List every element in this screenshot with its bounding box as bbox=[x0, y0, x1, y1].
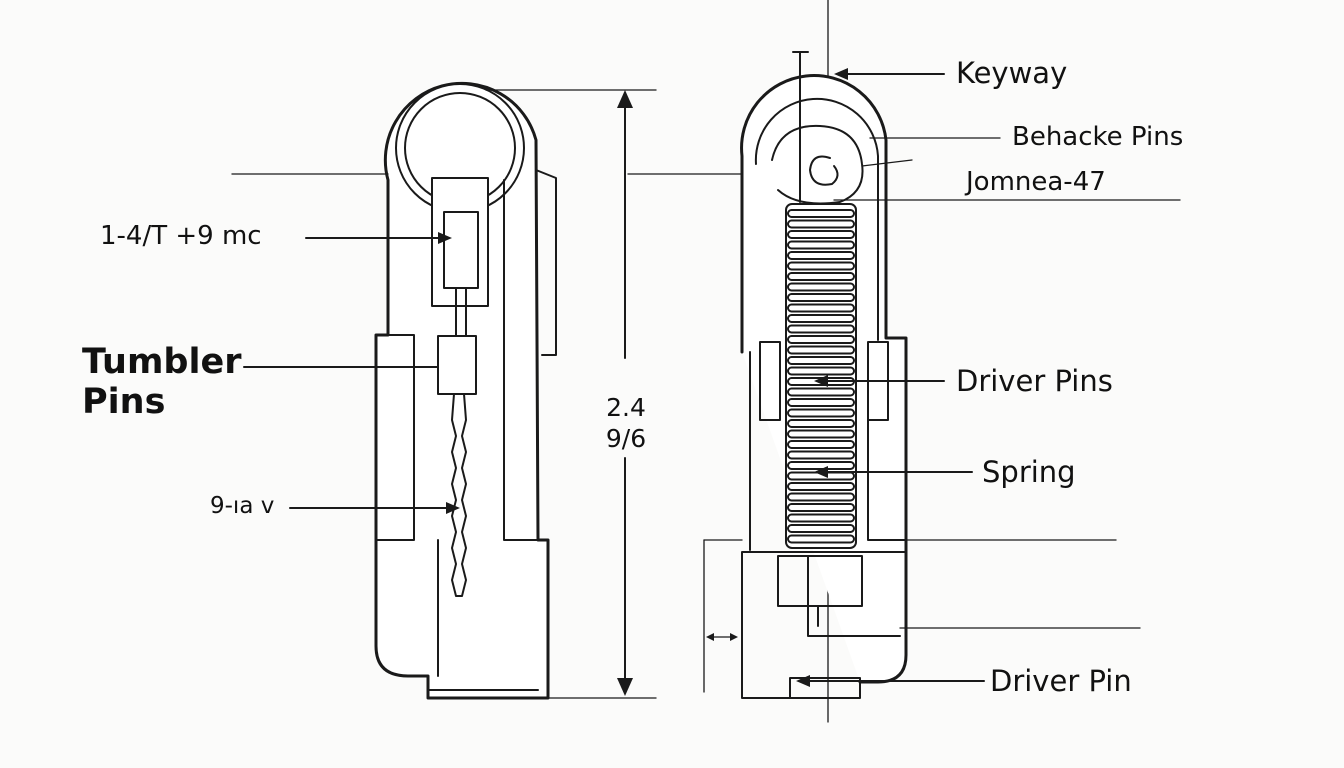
spring-coil bbox=[787, 440, 855, 449]
right-inner-wall bbox=[749, 351, 907, 551]
label-jomnea: Jomnea-47 bbox=[966, 167, 1106, 197]
leader-lines bbox=[231, 68, 1181, 687]
right-keyway-inner-arc bbox=[754, 97, 879, 341]
spring-coil bbox=[787, 366, 855, 376]
spring-coil bbox=[787, 356, 855, 365]
spring-coil bbox=[787, 272, 855, 281]
spring-coil bbox=[787, 335, 855, 344]
label-behacke-pins: Behacke Pins bbox=[1012, 122, 1184, 152]
spring-coil bbox=[787, 408, 855, 418]
label-tumbler-pins: Tumbler Pins bbox=[82, 342, 242, 422]
dimension-arrow-top bbox=[617, 90, 633, 108]
spring-coil bbox=[787, 419, 855, 428]
left-plug-side-channel bbox=[535, 169, 557, 356]
left-cylinder bbox=[374, 81, 557, 700]
spring-coil bbox=[787, 303, 855, 313]
keyway-swirl bbox=[809, 155, 839, 186]
spring-coil bbox=[787, 261, 855, 271]
spring-coil bbox=[787, 482, 855, 491]
left-lower-panel bbox=[437, 179, 539, 677]
left-pin-chamber-inner bbox=[443, 211, 479, 289]
keyway-arrowhead bbox=[834, 68, 848, 80]
spring-coil bbox=[787, 524, 855, 533]
dimension-line bbox=[485, 89, 657, 699]
label-dimension: 2.4 9/6 bbox=[605, 393, 647, 454]
label-keyway: Keyway bbox=[956, 56, 1068, 90]
dimension-arrow-bottom bbox=[617, 678, 633, 696]
spring-coil bbox=[787, 293, 855, 302]
spring-coil bbox=[787, 219, 855, 229]
spring-coil bbox=[787, 398, 855, 407]
spring-coil bbox=[787, 492, 855, 502]
spring-coil bbox=[787, 513, 855, 523]
spring-coil bbox=[787, 345, 855, 355]
spring-coil bbox=[787, 314, 855, 323]
spring-coil bbox=[787, 450, 855, 460]
label-driver-pins: Driver Pins bbox=[956, 364, 1113, 398]
right-lower-body bbox=[741, 551, 907, 699]
spring-coil bbox=[787, 534, 855, 544]
spring-coil bbox=[787, 324, 855, 334]
right-lower-channel bbox=[807, 555, 901, 637]
left-key-blade bbox=[451, 393, 467, 597]
spring-coil bbox=[787, 282, 855, 292]
spring-coil bbox=[787, 429, 855, 439]
spring-coil bbox=[787, 387, 855, 397]
label-dim-top-left: 1-4/T +9 mc bbox=[100, 221, 262, 251]
driver-pin-left bbox=[759, 341, 781, 421]
spring-coil bbox=[787, 209, 855, 218]
right-cylinder bbox=[703, 0, 913, 723]
label-dim-bottom-left: 9-ıa v bbox=[210, 493, 275, 519]
spring-coil bbox=[787, 230, 855, 239]
spring-coil bbox=[787, 251, 855, 260]
label-driver-pin: Driver Pin bbox=[990, 664, 1132, 698]
spring-coils bbox=[787, 209, 855, 544]
spring-coil-housing bbox=[785, 203, 857, 549]
left-tumbler-pin-block bbox=[437, 335, 477, 395]
spring-coil bbox=[787, 240, 855, 250]
label-spring: Spring bbox=[982, 455, 1076, 489]
right-lower-plug bbox=[777, 555, 863, 607]
spring-coil bbox=[787, 503, 855, 512]
